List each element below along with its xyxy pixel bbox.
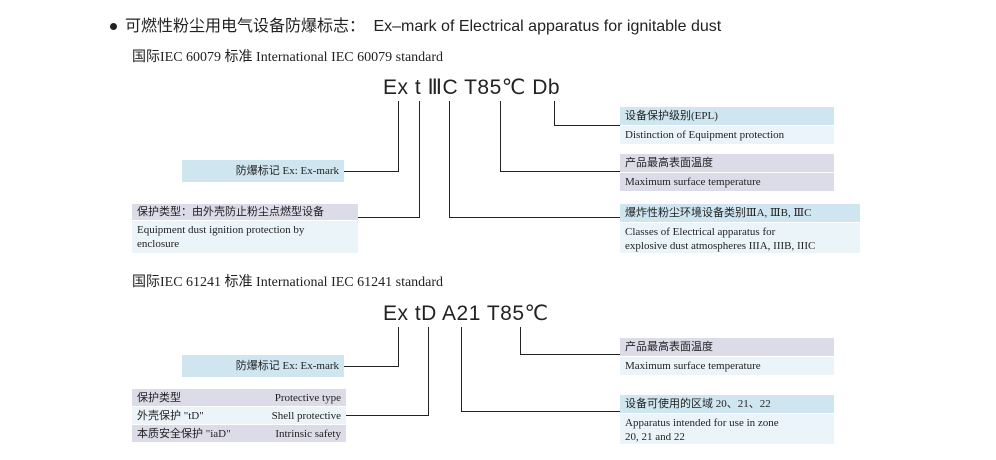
connector-line xyxy=(461,327,462,411)
standard2-temp-zh: 产品最高表面温度 xyxy=(620,338,834,356)
standard2-intrinsic-row: 本质安全保护 "iaD" Intrinsic safety xyxy=(132,425,346,442)
standard2-shell-row: 外壳保护 "tD" Shell protective xyxy=(132,407,346,424)
standard2-marking: Ex tD A21 T85℃ xyxy=(383,302,549,325)
standard1-temp-zh: 产品最高表面温度 xyxy=(620,154,834,172)
connector-line xyxy=(358,217,420,218)
standard1-protection-en: Equipment dust ignition protection by en… xyxy=(132,221,358,253)
connector-line xyxy=(520,327,521,354)
standard2-zone-zh: 设备可使用的区域 20、21、22 xyxy=(620,395,834,413)
heading-en: Ex–mark of Electrical apparatus for igni… xyxy=(373,18,722,35)
connector-line xyxy=(344,366,399,367)
standard1-group-en: Classes of Electrical apparatus for expl… xyxy=(620,223,860,253)
connector-line xyxy=(428,327,429,416)
section-heading: 可燃性粉尘用电气设备防爆标志： Ex–mark of Electrical ap… xyxy=(110,12,721,36)
heading-zh: 可燃性粉尘用电气设备防爆标志： xyxy=(125,18,366,35)
standard1-marking: Ex t ⅢC T85℃ Db xyxy=(383,76,561,99)
standard1-epl-zh: 设备保护级别(EPL) xyxy=(620,107,834,125)
standard1-temp-en: Maximum surface temperature xyxy=(620,173,834,191)
connector-line xyxy=(554,101,555,125)
connector-line xyxy=(520,354,620,355)
standard2-exmark-label: 防爆标记 Ex: Ex-mark xyxy=(182,355,344,377)
connector-line xyxy=(461,411,620,412)
connector-line xyxy=(344,171,399,172)
standard1-exmark-label: 防爆标记 Ex: Ex-mark xyxy=(182,160,344,182)
standard1-group-zh: 爆炸性粉尘环境设备类别ⅢA, ⅢB, ⅢC xyxy=(620,204,860,222)
standard2-title: 国际IEC 61241 标准 International IEC 61241 s… xyxy=(132,275,444,290)
connector-line xyxy=(500,171,620,172)
connector-line xyxy=(419,101,420,218)
connector-line xyxy=(449,217,620,218)
connector-line xyxy=(500,101,501,171)
connector-line xyxy=(449,101,450,218)
standard1-protection-zh: 保护类型：由外壳防止粉尘点燃型设备 xyxy=(132,204,358,220)
connector-line xyxy=(554,125,620,126)
connector-line xyxy=(398,101,399,171)
connector-line xyxy=(346,415,429,416)
standard2-ptype-row: 保护类型 Protective type xyxy=(132,389,346,406)
standard2-zone-en: Apparatus intended for use in zone 20, 2… xyxy=(620,414,834,444)
standard1-title: 国际IEC 60079 标准 International IEC 60079 s… xyxy=(132,50,444,65)
standard1-epl-en: Distinction of Equipment protection xyxy=(620,126,834,144)
bullet-icon xyxy=(110,23,117,31)
connector-line xyxy=(398,327,399,366)
standard2-temp-en: Maximum surface temperature xyxy=(620,357,834,375)
